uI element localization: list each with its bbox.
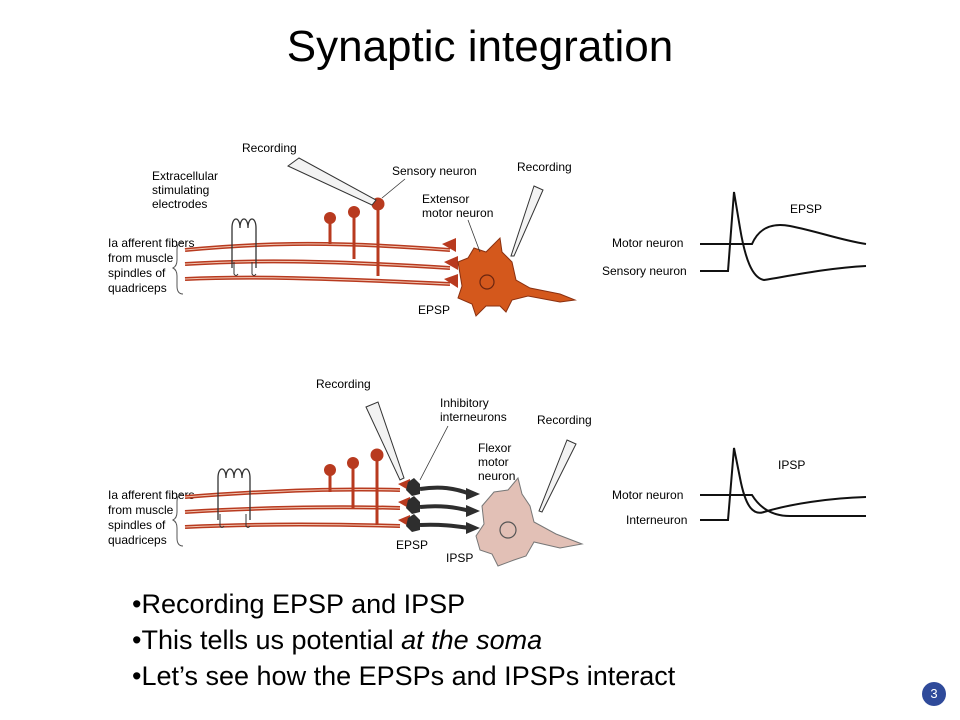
bullet-item-2: This tells us potential at the soma: [132, 622, 675, 658]
afferent-fiber-1-bottom-inner: [184, 488, 401, 498]
inhibitory-label-line2: interneurons: [440, 410, 507, 424]
epsp-label-top: EPSP: [418, 303, 450, 317]
bullet-text-2-italic: at the soma: [401, 625, 543, 655]
bottom-panel: Ia afferent fibers from muscle spindles …: [108, 377, 867, 567]
afferent-label-line1: Ia afferent fibers: [108, 236, 195, 250]
synapse-terminal-3: [444, 274, 458, 288]
afferent-label-line1-bottom: Ia afferent fibers: [108, 488, 195, 502]
inhibitory-terminal-2: [466, 505, 480, 517]
sensory-soma-2-bottom: [347, 457, 359, 469]
sensory-soma-1-bottom: [324, 464, 336, 476]
sensory-neuron-label: Sensory neuron: [392, 164, 477, 178]
trace-label-sensory-neuron: Sensory neuron: [602, 264, 687, 278]
sensory-soma-1: [324, 212, 336, 224]
inhibitory-pointer: [419, 425, 449, 481]
recording-label-right: Recording: [517, 160, 572, 174]
trace-motor-neuron-epsp: [700, 224, 867, 245]
recording-electrode-right: [510, 185, 544, 257]
inhibitory-axon-2: [419, 504, 471, 513]
afferent-label-line4: quadriceps: [108, 281, 167, 295]
inhibitory-terminal-1: [466, 488, 480, 500]
afferent-label-line4-bottom: quadriceps: [108, 533, 167, 547]
trace-title-epsp: EPSP: [790, 202, 822, 216]
bullet-text-2: This tells us potential: [141, 625, 402, 655]
afferent-brace-bottom: [171, 493, 184, 547]
afferent-brace: [171, 241, 184, 295]
afferent-label-line3: spindles of: [108, 266, 166, 280]
stimulating-electrode-tip-right: [251, 262, 257, 276]
top-panel: Ia afferent fibers from muscle spindles …: [108, 141, 867, 317]
bullet-text-3: Let’s see how the EPSPs and IPSPs intera…: [141, 661, 676, 691]
recording-label-left-bottom: Recording: [316, 377, 371, 391]
sensory-soma-3-bottom: [370, 448, 384, 462]
trace-sensory-neuron: [700, 191, 867, 282]
trace-title-ipsp: IPSP: [778, 458, 805, 472]
synapse-terminal-2: [444, 256, 458, 270]
inhibitory-terminal-3: [466, 522, 480, 534]
trace-interneuron: [700, 447, 867, 521]
afferent-fiber-2-inner: [184, 260, 451, 269]
sensory-soma-2: [348, 206, 360, 218]
extensor-motor-neuron: [457, 236, 577, 317]
epsp-label-bottom: EPSP: [396, 538, 428, 552]
inhibitory-label-line1: Inhibitory: [440, 396, 489, 410]
sensory-neuron-pointer: [381, 178, 406, 199]
electrodes-label-line2: stimulating: [152, 183, 209, 197]
flexor-label-line1: Flexor: [478, 441, 511, 455]
stimulating-electrode-coil-bottom: [217, 468, 251, 520]
afferent-label-line2: from muscle: [108, 251, 174, 265]
page-number-badge: 3: [922, 682, 946, 706]
inhibitory-interneuron-2: [406, 496, 420, 514]
recording-label-left: Recording: [242, 141, 297, 155]
extensor-label-line2: motor neuron: [422, 206, 493, 220]
stimulating-electrode-tip-left-bottom: [219, 514, 225, 528]
ipsp-label-bottom: IPSP: [446, 551, 473, 565]
trace-label-motor-neuron-bottom: Motor neuron: [612, 488, 683, 502]
extensor-nucleus: [479, 274, 495, 290]
synaptic-diagram: Ia afferent fibers from muscle spindles …: [108, 141, 867, 567]
inhibitory-axon-3: [419, 522, 471, 530]
inhibitory-axon-1: [419, 485, 471, 496]
inhibitory-interneuron-3: [406, 514, 420, 532]
afferent-fiber-1-inner: [184, 243, 451, 251]
flexor-motor-neuron: [475, 476, 584, 567]
inhibitory-interneuron-1: [406, 478, 420, 496]
stimulating-electrode-tip-right-bottom: [245, 514, 251, 528]
slide-title: Synaptic integration: [286, 22, 674, 71]
afferent-label-line2-bottom: from muscle: [108, 503, 174, 517]
afferent-fiber-3-inner: [184, 277, 451, 285]
trace-label-motor-neuron-top: Motor neuron: [612, 236, 683, 250]
afferent-fiber-2-bottom-inner: [184, 506, 401, 513]
recording-electrode-right-bottom: [538, 439, 577, 513]
bullet-item-3: Let’s see how the EPSPs and IPSPs intera…: [132, 658, 675, 694]
electrodes-label-line1: Extracellular: [152, 169, 218, 183]
trace-motor-neuron-ipsp: [700, 494, 866, 518]
bullet-list: Recording EPSP and IPSP This tells us po…: [132, 586, 675, 694]
flexor-nucleus: [499, 521, 517, 539]
flexor-label-line2: motor: [478, 455, 509, 469]
extensor-pointer: [467, 219, 481, 253]
extensor-label-line1: Extensor: [422, 192, 469, 206]
recording-electrode-left-bottom: [365, 401, 405, 481]
trace-label-interneuron: Interneuron: [626, 513, 687, 527]
synapse-terminal-1: [442, 238, 456, 252]
afferent-label-line3-bottom: spindles of: [108, 518, 166, 532]
recording-label-right-bottom: Recording: [537, 413, 592, 427]
flexor-label-line3: neuron: [478, 469, 515, 483]
bullet-item-1: Recording EPSP and IPSP: [132, 586, 675, 622]
afferent-fiber-3-bottom-inner: [184, 524, 401, 528]
bullet-text-1: Recording EPSP and IPSP: [141, 589, 466, 619]
recording-electrode-left: [287, 157, 377, 206]
stimulating-electrode-coil: [231, 218, 257, 268]
stimulating-electrode-tip-left: [233, 262, 239, 276]
electrodes-label-line3: electrodes: [152, 197, 207, 211]
